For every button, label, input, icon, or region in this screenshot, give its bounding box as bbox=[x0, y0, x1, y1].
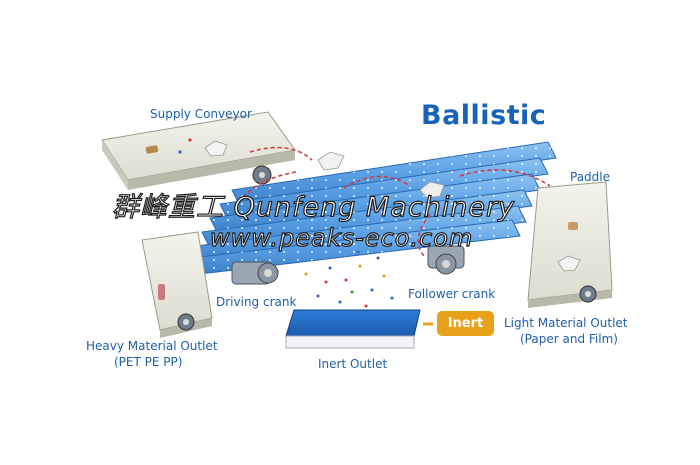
label-driving-crank: Driving crank bbox=[216, 295, 296, 309]
watermark-url: www.peaks-eco.com bbox=[210, 224, 473, 252]
driving-crank bbox=[232, 262, 278, 284]
label-supply-conveyor: Supply Conveyor bbox=[150, 107, 252, 121]
label-heavy-outlet: Heavy Material Outlet bbox=[86, 339, 218, 353]
inert-outlet-bin bbox=[286, 310, 420, 348]
label-inert-outlet: Inert Outlet bbox=[318, 357, 387, 371]
light-outlet-conveyor bbox=[528, 182, 612, 308]
label-heavy-outlet-materials: (PET PE PP) bbox=[114, 355, 182, 369]
label-follower-crank: Follower crank bbox=[408, 287, 495, 301]
watermark-company: 群峰重工 Qunfeng Machinery bbox=[112, 185, 515, 224]
label-light-outlet-materials: (Paper and Film) bbox=[520, 332, 618, 346]
label-paddle: Paddle bbox=[570, 170, 610, 184]
diagram-title: Ballistic bbox=[421, 100, 546, 131]
inert-badge: Inert bbox=[437, 311, 494, 336]
label-light-outlet: Light Material Outlet bbox=[504, 316, 628, 330]
supply-conveyor bbox=[102, 112, 295, 190]
